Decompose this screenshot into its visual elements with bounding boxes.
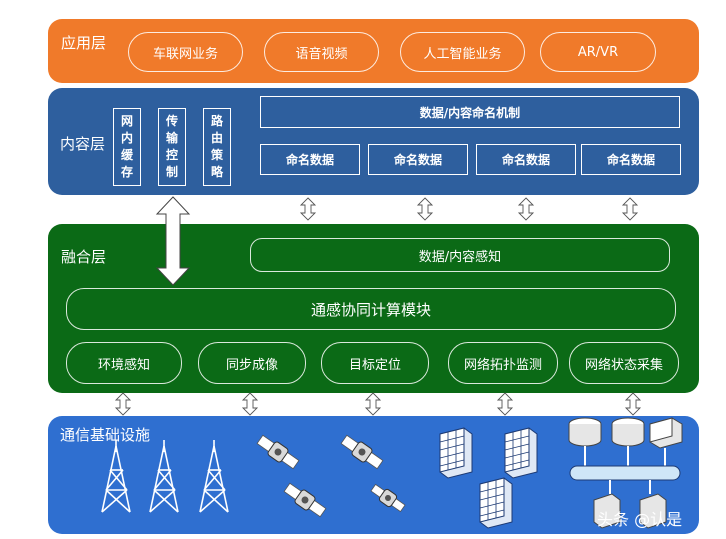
app-item-ai-service: 人工智能业务 — [400, 32, 525, 72]
named-data-box: 命名数据 — [476, 144, 576, 175]
bidirectional-arrow-icon — [364, 392, 382, 416]
bidirectional-arrow-icon — [241, 392, 259, 416]
content-layer-title: 内容层 — [60, 135, 106, 153]
named-data-box: 命名数据 — [581, 144, 681, 175]
bidirectional-arrow-icon — [114, 392, 132, 416]
watermark: 头条 @认是 — [597, 506, 682, 530]
data-content-sensing: 数据/内容感知 — [250, 238, 670, 272]
naming-mechanism-box: 数据/内容命名机制 — [260, 96, 680, 128]
content-layer: 内容层 网内缓存 传输控制 路由策略 数据/内容命名机制 命名数据 命名数据 命… — [48, 88, 699, 195]
sensing-computing-module: 通感协同计算模块 — [66, 288, 676, 330]
named-data-box: 命名数据 — [260, 144, 360, 175]
function-sync-imaging: 同步成像 — [198, 342, 306, 384]
bidirectional-arrow-icon — [621, 197, 639, 221]
infrastructure-layer-title: 通信基础设施 — [60, 426, 151, 444]
large-bidirectional-arrow-icon — [155, 196, 191, 286]
app-item-ar-vr: AR/VR — [540, 32, 656, 72]
named-data-box: 命名数据 — [368, 144, 468, 175]
bidirectional-arrow-icon — [299, 197, 317, 221]
transport-control-box: 传输控制 — [158, 108, 186, 186]
function-topology-monitoring: 网络拓扑监测 — [448, 342, 558, 384]
application-layer-title: 应用层 — [61, 34, 107, 52]
function-target-positioning: 目标定位 — [321, 342, 429, 384]
bidirectional-arrow-icon — [416, 197, 434, 221]
app-item-vehicle-network: 车联网业务 — [128, 32, 243, 72]
in-network-cache-box: 网内缓存 — [113, 108, 141, 186]
application-layer: 应用层 车联网业务 语音视频 人工智能业务 AR/VR — [48, 19, 699, 83]
function-status-collection: 网络状态采集 — [569, 342, 679, 384]
bidirectional-arrow-icon — [496, 392, 514, 416]
fusion-layer: 融合层 数据/内容感知 通感协同计算模块 环境感知 同步成像 目标定位 网络拓扑… — [48, 224, 699, 393]
watermark-text: 头条 @认是 — [597, 510, 683, 529]
app-item-voice-video: 语音视频 — [264, 32, 379, 72]
bidirectional-arrow-icon — [517, 197, 535, 221]
bidirectional-arrow-icon — [624, 392, 642, 416]
function-environment-sensing: 环境感知 — [66, 342, 182, 384]
fusion-layer-title: 融合层 — [61, 248, 107, 266]
routing-strategy-box: 路由策略 — [203, 108, 231, 186]
